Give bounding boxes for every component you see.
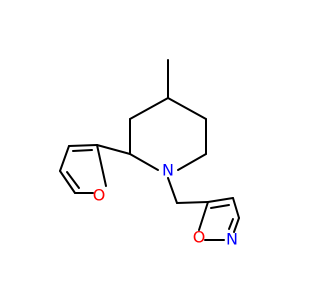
bond-c4-c5 (167, 97, 207, 120)
bond-isox-c5-c4 (207, 197, 234, 203)
bond-isox-o-c5 (198, 201, 209, 231)
bond-furan-c3-c4 (59, 145, 70, 172)
furan-ring (59, 144, 107, 194)
atom-label-furan-o: O (93, 186, 106, 205)
bond-c6-n1 (177, 153, 207, 171)
atom-label-piperidine-n: N (162, 161, 174, 180)
bond-isox-c4-c3 (232, 197, 240, 219)
piperidine-ring (129, 97, 207, 171)
bond-furan-c4-c5 (59, 170, 76, 194)
bond-furan-c4-c5-double (66, 171, 80, 189)
bond-furan-o-c2 (96, 144, 107, 187)
isoxazole-ring (198, 197, 240, 241)
bond-c3-c4 (129, 97, 169, 120)
bond-c2-furan (96, 144, 131, 155)
atom-label-isoxazole-n: N (226, 230, 238, 249)
atom-label-isoxazole-o: O (193, 228, 206, 247)
bond-furan-c2-c3-double (72, 149, 93, 152)
bond-n1-c2 (129, 153, 159, 171)
bond-isox-c3-n-double (228, 218, 234, 230)
bond-n1-ch2 (167, 177, 178, 204)
bond-ch2-isoxazole (176, 201, 209, 204)
bond-isox-c3-n (233, 217, 240, 233)
bond-isox-c5-c4-double (210, 204, 230, 209)
bond-furan-c2-c3 (68, 144, 98, 147)
molecule-structure: N O O N (59, 59, 240, 249)
